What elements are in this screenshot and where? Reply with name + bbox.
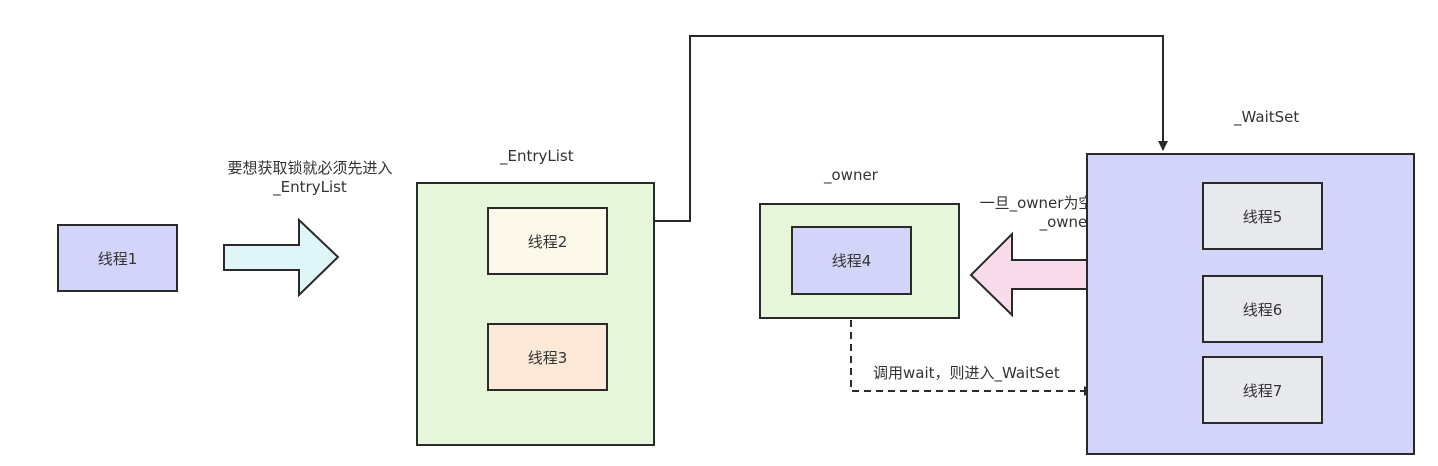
thread-7-label: 线程7	[1242, 381, 1283, 400]
thread-1-box: 线程1	[57, 224, 178, 292]
enter-entrylist-annotation: 要想获取锁就必须先进入_EntryList	[227, 159, 393, 196]
thread-1-label: 线程1	[97, 249, 138, 268]
thread-4-box: 线程4	[791, 226, 912, 295]
thread-6-label: 线程6	[1242, 300, 1283, 319]
entrylist-to-waitset-connector	[654, 35, 1168, 222]
owner-container	[759, 203, 960, 319]
entrylist-title: _EntryList	[500, 147, 574, 165]
thread-5-label: 线程5	[1242, 207, 1283, 226]
thread-3-box: 线程3	[487, 323, 608, 391]
thread-6-box: 线程6	[1202, 275, 1323, 343]
thread-7-box: 线程7	[1202, 356, 1323, 424]
thread-4-label: 线程4	[831, 252, 872, 270]
enter-entrylist-arrow	[223, 217, 340, 298]
waitset-title: _WaitSet	[1234, 108, 1300, 126]
call-wait-annotation: 调用wait，则进入_WaitSet	[873, 364, 1060, 382]
thread-3-label: 线程3	[527, 348, 568, 367]
thread-2-box: 线程2	[487, 207, 608, 275]
thread-5-box: 线程5	[1202, 182, 1323, 250]
wait-dashed-connector	[850, 296, 1094, 396]
owner-title: _owner	[824, 166, 878, 184]
thread-2-label: 线程2	[527, 232, 568, 251]
